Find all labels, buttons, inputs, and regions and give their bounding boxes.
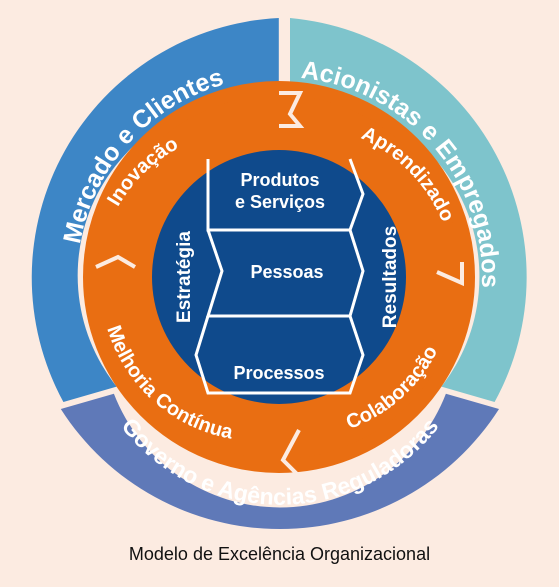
processes-flow	[194, 315, 365, 395]
products-label-line1: Produtos	[241, 170, 320, 190]
practices-ring-band	[97, 95, 461, 459]
government-segment	[60, 393, 500, 530]
products-label-line2: e Serviços	[235, 192, 325, 212]
ring-chevrons	[95, 91, 464, 478]
processes-label: Processos	[233, 363, 324, 383]
chevron-top	[279, 91, 305, 128]
results-label: Resultados	[380, 226, 401, 328]
chevron-left	[95, 254, 137, 269]
diagram-caption: Modelo de Excelência Organizacional	[128, 544, 431, 564]
core-circle	[152, 150, 406, 404]
people-flow	[205, 229, 365, 318]
chevron-right	[436, 262, 464, 287]
chevron-bottom	[280, 429, 301, 478]
shareholders-segment	[290, 18, 527, 402]
strategy-label: Estratégia	[174, 231, 195, 323]
market-segment	[31, 18, 279, 402]
core-flow-lines	[194, 158, 365, 395]
people-label: Pessoas	[250, 262, 323, 282]
